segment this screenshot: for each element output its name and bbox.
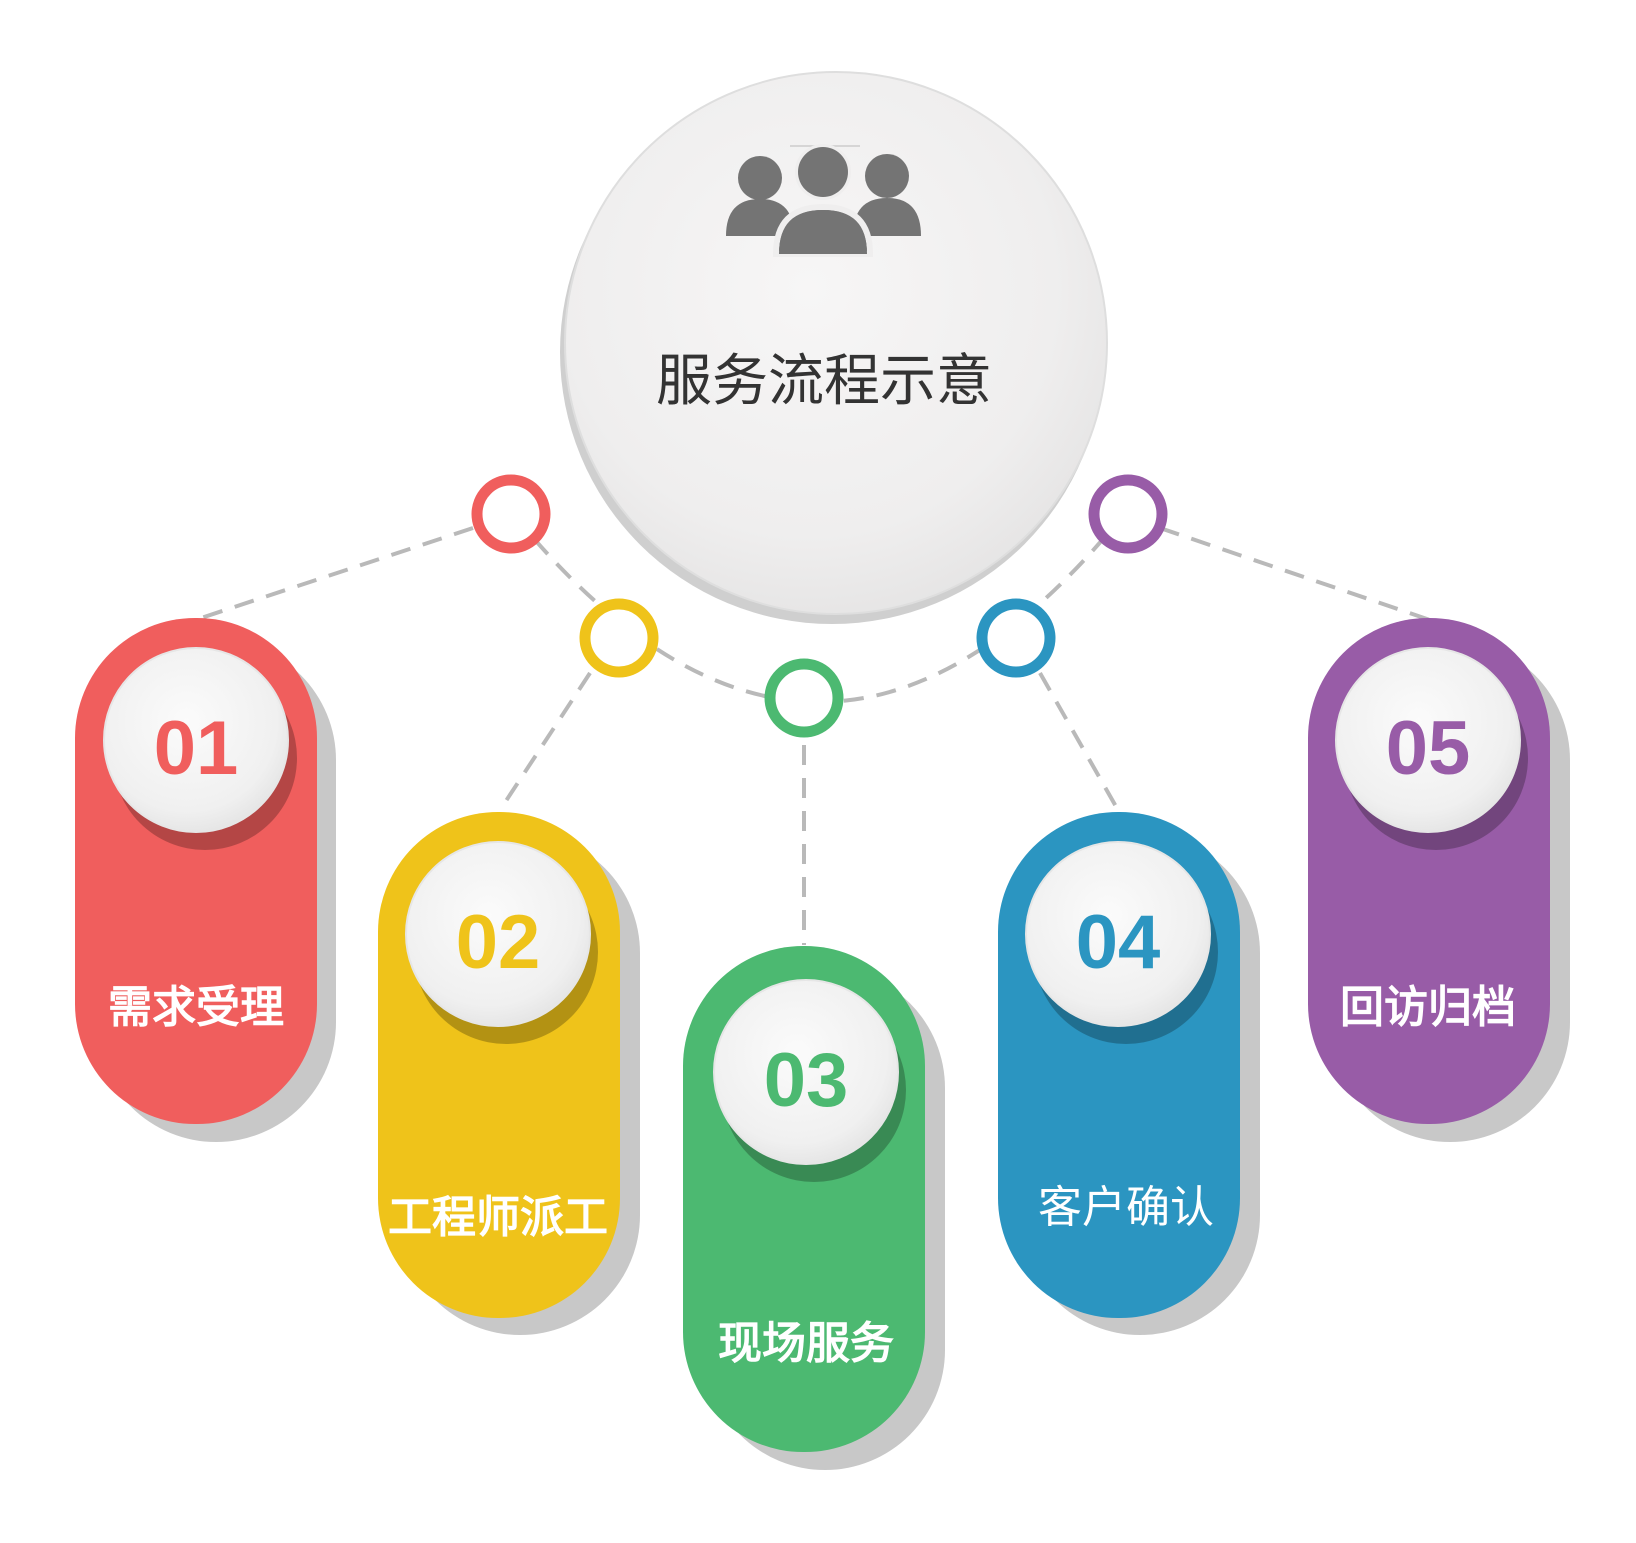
step-04-number: 04	[1076, 900, 1161, 985]
connector-05	[1159, 526, 1431, 622]
connector-02	[498, 671, 592, 812]
step-05-number-badge	[1335, 647, 1521, 833]
connector-04	[1038, 672, 1120, 811]
step-04: 04 客户确认	[998, 812, 1260, 1335]
step-02-number: 02	[456, 900, 541, 985]
step-04-label: 客户确认	[1038, 1182, 1214, 1233]
diagram-title: 服务流程示意	[656, 349, 992, 414]
ring-node-02	[579, 598, 659, 678]
step-03-number: 03	[764, 1038, 849, 1123]
ring-node-01	[471, 474, 551, 554]
step-01: 01 需求受理	[75, 618, 336, 1142]
step-01-number-badge	[103, 647, 289, 833]
step-05-number: 05	[1386, 706, 1471, 791]
step-02-number-badge	[405, 841, 591, 1027]
step-02: 02 工程师派工	[378, 812, 640, 1335]
step-03-number-badge	[713, 979, 899, 1165]
ring-node-05	[1088, 474, 1168, 554]
ring-nodes	[471, 474, 1168, 738]
step-01-number: 01	[154, 706, 239, 791]
step-02-label: 工程师派工	[388, 1192, 608, 1243]
group-of-people-icon	[726, 144, 921, 257]
connector-01	[194, 526, 474, 622]
ring-node-04	[976, 598, 1056, 678]
step-03: 03 现场服务	[683, 946, 945, 1470]
center-circle: 服务流程示意	[560, 71, 1108, 624]
step-05-label: 回访归档	[1340, 982, 1516, 1033]
step-04-number-badge	[1025, 841, 1211, 1027]
ring-node-03	[764, 658, 844, 738]
step-05: 05 回访归档	[1308, 618, 1570, 1142]
step-03-label: 现场服务	[718, 1318, 894, 1369]
step-01-label: 需求受理	[108, 982, 284, 1033]
